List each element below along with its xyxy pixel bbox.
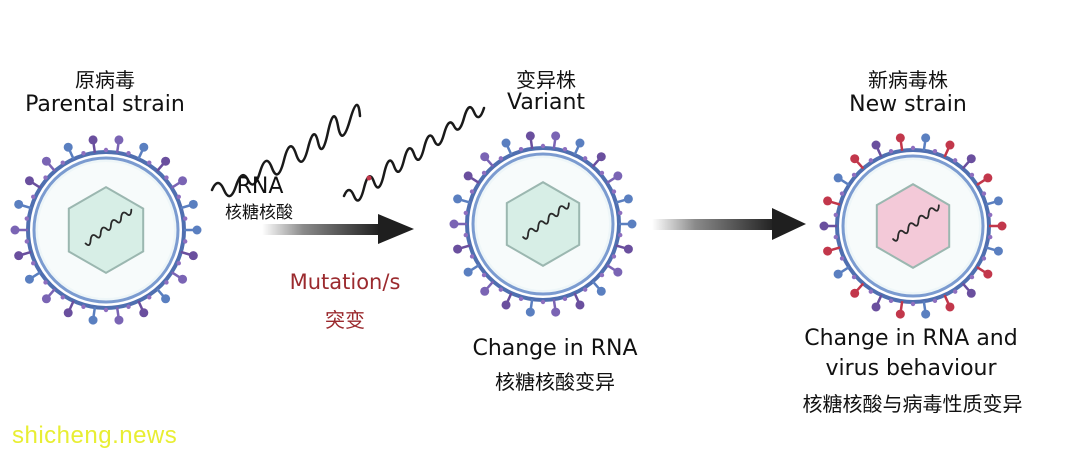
- spike-protein: [551, 299, 561, 317]
- spike-protein: [819, 221, 837, 231]
- virus-new-strain: [819, 133, 1007, 319]
- new-strain-desc-cn: 核糖核酸与病毒性质变异: [802, 392, 1023, 416]
- variant-title-cn: 变异株: [516, 68, 576, 92]
- spike-protein: [615, 194, 633, 204]
- spike-protein: [184, 225, 202, 235]
- spike-protein: [823, 196, 841, 206]
- spike-protein: [24, 176, 42, 189]
- spike-protein: [501, 138, 513, 156]
- rna-strand-2: [342, 105, 486, 202]
- spike-protein: [833, 266, 850, 279]
- spike-protein: [501, 292, 513, 310]
- mutation-label-en: Mutation/s: [289, 270, 401, 294]
- spike-protein: [453, 194, 471, 204]
- new-strain-desc-en-line2: virus behaviour: [825, 356, 997, 381]
- spike-protein: [985, 196, 1003, 206]
- spike-protein: [137, 300, 149, 318]
- spike-protein: [850, 154, 865, 170]
- arrow-mutation: [262, 214, 414, 244]
- spike-protein: [619, 219, 637, 229]
- parental-strain-title-en: Parental strain: [25, 92, 185, 117]
- spike-protein: [453, 244, 471, 254]
- spike-protein: [976, 266, 993, 279]
- spike-protein: [976, 173, 993, 186]
- arrow-to-new-strain: [652, 208, 806, 240]
- spike-protein: [480, 152, 495, 168]
- spike-protein: [606, 264, 623, 277]
- spike-protein: [114, 135, 124, 153]
- spike-protein: [137, 142, 149, 160]
- spike-protein: [180, 199, 198, 210]
- spike-protein: [606, 171, 623, 184]
- spike-protein: [449, 219, 467, 229]
- spike-protein: [573, 138, 585, 156]
- mutation-label-cn: 突变: [325, 308, 365, 332]
- spike-protein: [871, 140, 883, 158]
- spike-protein: [895, 301, 905, 319]
- new-strain-title-en: New strain: [849, 92, 967, 117]
- spike-protein: [823, 246, 841, 256]
- spike-protein: [41, 156, 56, 172]
- spike-protein: [14, 199, 32, 210]
- spike-protein: [14, 250, 32, 261]
- virus-variant: [449, 131, 637, 317]
- spike-protein: [921, 133, 931, 151]
- parental-strain-title-cn: 原病毒: [75, 68, 135, 92]
- spike-protein: [591, 280, 606, 296]
- spike-protein: [463, 171, 480, 184]
- spike-protein: [180, 250, 198, 261]
- spike-protein: [156, 288, 171, 304]
- watermark: shicheng.news: [12, 422, 178, 449]
- spike-protein: [63, 142, 75, 160]
- virus-parental-strain: [10, 135, 202, 325]
- spike-protein: [170, 271, 188, 284]
- spike-protein: [871, 294, 883, 312]
- spike-protein: [463, 264, 480, 277]
- spike-protein: [480, 280, 495, 296]
- new-strain-title-cn: 新病毒株: [868, 68, 948, 92]
- rna-label-cn: 核糖核酸: [225, 203, 293, 223]
- spike-protein: [985, 246, 1003, 256]
- spike-protein: [615, 244, 633, 254]
- spike-protein: [114, 307, 124, 325]
- spike-protein: [833, 173, 850, 186]
- spike-protein: [989, 221, 1007, 231]
- variant-desc-en: Change in RNA: [472, 336, 638, 361]
- new-strain-desc-en-line1: Change in RNA and: [804, 326, 1018, 351]
- spike-protein: [591, 152, 606, 168]
- spike-protein: [961, 154, 976, 170]
- spike-protein: [551, 131, 561, 149]
- rna-strand-1: [210, 103, 362, 198]
- variant-desc-cn: 核糖核酸变异: [495, 370, 615, 394]
- spike-protein: [63, 300, 75, 318]
- spike-protein: [943, 140, 955, 158]
- spike-protein: [41, 288, 56, 304]
- spike-protein: [850, 282, 865, 298]
- spike-protein: [525, 299, 535, 317]
- spike-protein: [10, 225, 28, 235]
- spike-protein: [895, 133, 905, 151]
- variant-title-en: Variant: [506, 90, 586, 115]
- spike-protein: [525, 131, 535, 149]
- spike-protein: [170, 176, 188, 189]
- spike-protein: [24, 271, 42, 284]
- spike-protein: [943, 294, 955, 312]
- spike-protein: [961, 282, 976, 298]
- spike-protein: [88, 135, 98, 153]
- mutation-point: [366, 175, 372, 181]
- spike-protein: [88, 307, 98, 325]
- spike-protein: [156, 156, 171, 172]
- spike-protein: [573, 292, 585, 310]
- rna-label-en: RNA: [236, 174, 284, 199]
- spike-protein: [921, 301, 931, 319]
